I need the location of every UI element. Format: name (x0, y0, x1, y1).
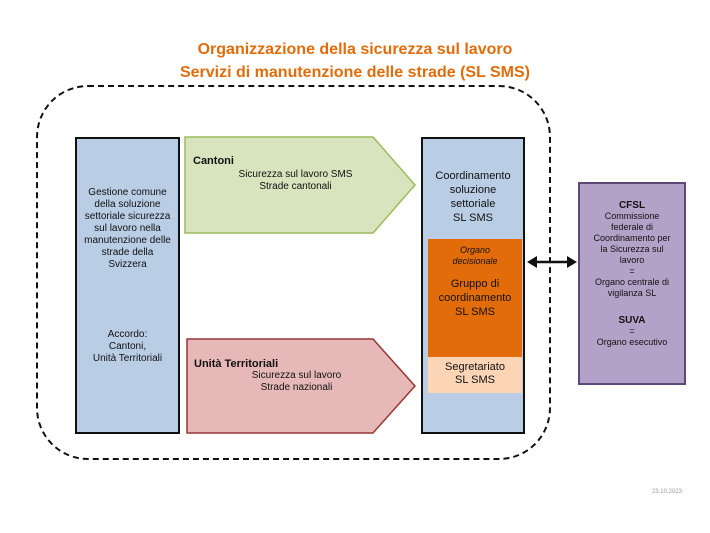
unita-subtext: Sicurezza sul lavoro Strade nazionali (251, 370, 342, 393)
title-line-1: Organizzazione della sicurezza sul lavor… (197, 41, 513, 58)
title-line-2: Servizi di manutenzione delle strade (SL… (179, 64, 530, 81)
unita-arrow-text: Unità Territoriali Sicurezza sul lavoro … (194, 358, 359, 394)
date-label: 23.10.2023 (651, 489, 682, 495)
cantoni-arrow (184, 136, 416, 234)
cfsl-description: Commissione federale di Coordinamento pe… (593, 211, 671, 298)
cfsl-heading: CFSL (618, 200, 646, 211)
cantoni-arrow-text: Cantoni Sicurezza sul lavoro SMS Strade … (193, 155, 368, 193)
secretariat-box: Segretariato SL SMS (428, 357, 522, 393)
decision-organ-box: Organo decisionale Gruppo di coordinamen… (428, 239, 522, 357)
suva-heading: SUVA (618, 315, 646, 326)
cantoni-heading: Cantoni (193, 155, 234, 167)
unita-territoriali-arrow (186, 338, 417, 434)
dashed-boundary (36, 85, 551, 460)
cfsl-box: CFSL Commissione federale di Coordinamen… (578, 182, 686, 385)
decision-organ-label: Organo decisionale (452, 245, 498, 266)
suva-description: = Organo esecutivo (596, 326, 668, 347)
double-arrow-connector (527, 256, 577, 268)
coordination-title: Coordinamento soluzione settoriale SL SM… (435, 170, 511, 224)
unita-heading: Unità Territoriali (194, 358, 279, 370)
management-text: Gestione comune della soluzione settoria… (84, 187, 171, 270)
coordination-group-label: Gruppo di coordinamento SL SMS (438, 278, 512, 318)
left-management-box: Gestione comune della soluzione settoria… (75, 137, 180, 434)
agreement-text: Accordo: Cantoni, Unità Territoriali (92, 329, 163, 364)
cantoni-subtext: Sicurezza sul lavoro SMS Strade cantonal… (238, 169, 353, 192)
coordination-box: Coordinamento soluzione settoriale SL SM… (421, 137, 525, 434)
